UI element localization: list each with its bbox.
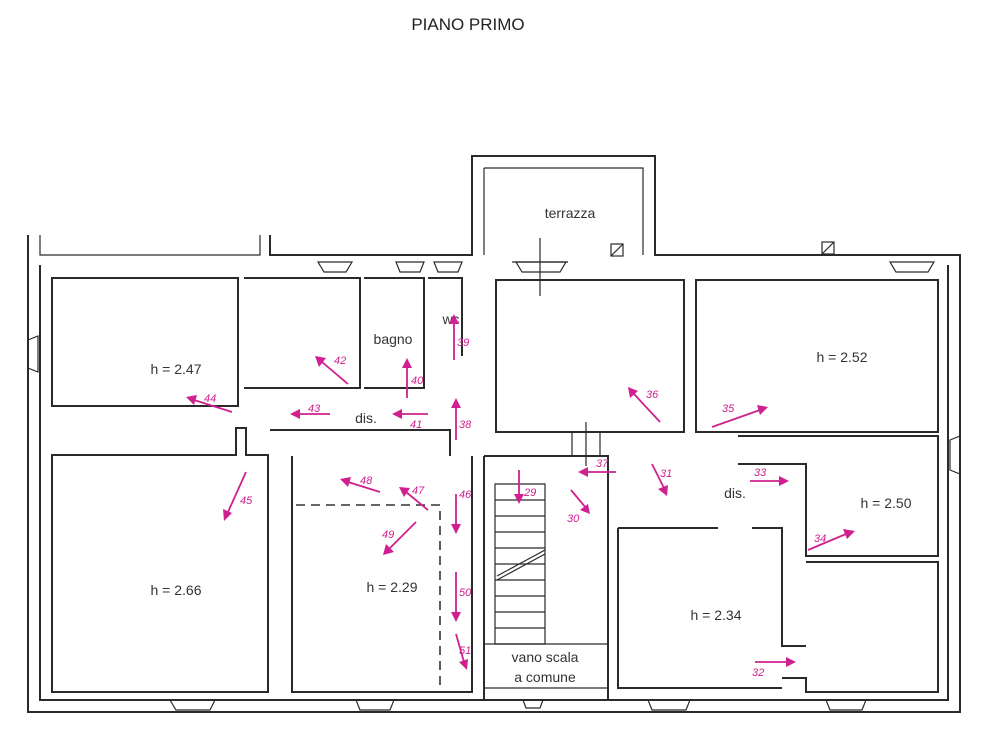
photo-arrow-44: 44 — [186, 393, 233, 413]
room-wc: wc — [441, 311, 459, 327]
windows — [27, 241, 961, 711]
svg-text:31: 31 — [660, 468, 672, 480]
plan-title: PIANO PRIMO — [411, 15, 524, 34]
photo-arrow-34: 34 — [807, 529, 855, 551]
svg-text:51: 51 — [459, 645, 471, 657]
photo-arrow-39: 39 — [449, 314, 469, 360]
room-terrazza: terrazza — [545, 205, 596, 221]
photo-arrow-42: 42 — [315, 355, 349, 385]
photo-arrow-29: 29 — [514, 470, 536, 504]
svg-text:34: 34 — [814, 533, 826, 545]
photo-arrow-37: 37 — [578, 458, 616, 477]
room-dis-left: dis. — [355, 410, 377, 426]
outer-walls — [27, 155, 961, 713]
room-labels: terrazza bagno wc dis. dis. h = 2.47 h =… — [151, 205, 912, 685]
svg-text:29: 29 — [523, 487, 536, 499]
photo-arrow-49: 49 — [382, 521, 417, 555]
photo-arrow-47: 47 — [399, 485, 429, 511]
photo-arrow-32: 32 — [752, 657, 796, 679]
photo-arrow-45: 45 — [223, 471, 253, 521]
photo-arrows: 29 30 31 32 33 34 35 36 37 38 39 40 41 4… — [186, 314, 855, 679]
svg-text:40: 40 — [411, 375, 424, 387]
room-h252: h = 2.52 — [817, 349, 868, 365]
svg-text:44: 44 — [204, 393, 216, 405]
svg-text:37: 37 — [596, 458, 609, 470]
svg-text:32: 32 — [752, 667, 764, 679]
svg-text:47: 47 — [412, 485, 425, 497]
interior-walls — [51, 238, 939, 700]
room-h229: h = 2.29 — [367, 579, 418, 595]
svg-text:38: 38 — [459, 419, 472, 431]
photo-arrow-30: 30 — [567, 489, 590, 525]
svg-text:30: 30 — [567, 513, 580, 525]
photo-arrow-43: 43 — [290, 403, 330, 419]
svg-text:43: 43 — [308, 403, 321, 415]
photo-arrow-46: 46 — [451, 489, 472, 534]
photo-arrow-31: 31 — [651, 463, 672, 496]
svg-text:45: 45 — [240, 495, 253, 507]
photo-arrow-50: 50 — [451, 572, 472, 622]
svg-text:41: 41 — [410, 419, 422, 431]
room-h247: h = 2.47 — [151, 361, 202, 377]
photo-arrow-48: 48 — [340, 475, 381, 493]
photo-arrow-51: 51 — [455, 633, 471, 670]
room-h250: h = 2.50 — [861, 495, 912, 511]
svg-text:48: 48 — [360, 475, 373, 487]
room-bagno: bagno — [374, 331, 413, 347]
svg-text:35: 35 — [722, 403, 735, 415]
room-dis-right: dis. — [724, 485, 746, 501]
svg-text:36: 36 — [646, 389, 659, 401]
dashed-line — [296, 504, 441, 692]
photo-arrow-40: 40 — [402, 358, 424, 398]
svg-text:50: 50 — [459, 587, 472, 599]
svg-text:39: 39 — [457, 337, 469, 349]
photo-arrow-35: 35 — [711, 403, 768, 428]
svg-text:42: 42 — [334, 355, 346, 367]
room-h234: h = 2.34 — [691, 607, 742, 623]
room-h266: h = 2.66 — [151, 582, 202, 598]
photo-arrow-33: 33 — [750, 467, 789, 486]
svg-text:46: 46 — [459, 489, 472, 501]
svg-text:33: 33 — [754, 467, 767, 479]
svg-text:49: 49 — [382, 529, 394, 541]
photo-arrow-38: 38 — [451, 398, 472, 440]
photo-arrow-41: 41 — [392, 409, 428, 431]
room-vano-2: a comune — [514, 669, 576, 685]
photo-arrow-36: 36 — [628, 387, 661, 423]
room-vano-1: vano scala — [512, 649, 579, 665]
